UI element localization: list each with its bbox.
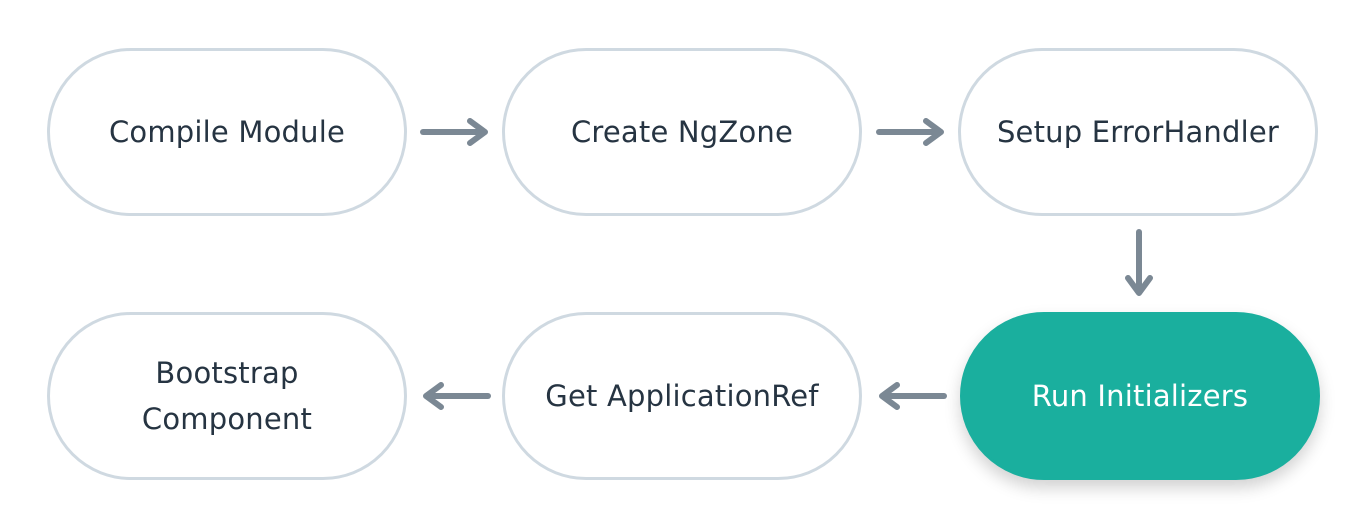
step-setup-errorhandler: Setup ErrorHandler: [958, 48, 1318, 216]
arrow-left-icon: [879, 382, 947, 410]
step-label: Bootstrap Component: [141, 356, 313, 436]
step-create-ngzone: Create NgZone: [502, 48, 862, 216]
step-label: Setup ErrorHandler: [996, 115, 1280, 149]
step-get-applicationref: Get ApplicationRef: [502, 312, 862, 480]
arrow-down-icon: [1125, 229, 1153, 296]
step-label: Compile Module: [108, 115, 346, 149]
step-run-initializers: Run Initializers: [960, 312, 1320, 480]
step-label: Create NgZone: [570, 115, 794, 149]
step-label: Get ApplicationRef: [545, 379, 819, 413]
step-bootstrap-component: Bootstrap Component: [47, 312, 407, 480]
step-label: Run Initializers: [1031, 379, 1249, 413]
arrow-right-icon: [876, 118, 944, 146]
arrow-left-icon: [423, 382, 491, 410]
step-compile-module: Compile Module: [47, 48, 407, 216]
arrow-right-icon: [420, 118, 488, 146]
